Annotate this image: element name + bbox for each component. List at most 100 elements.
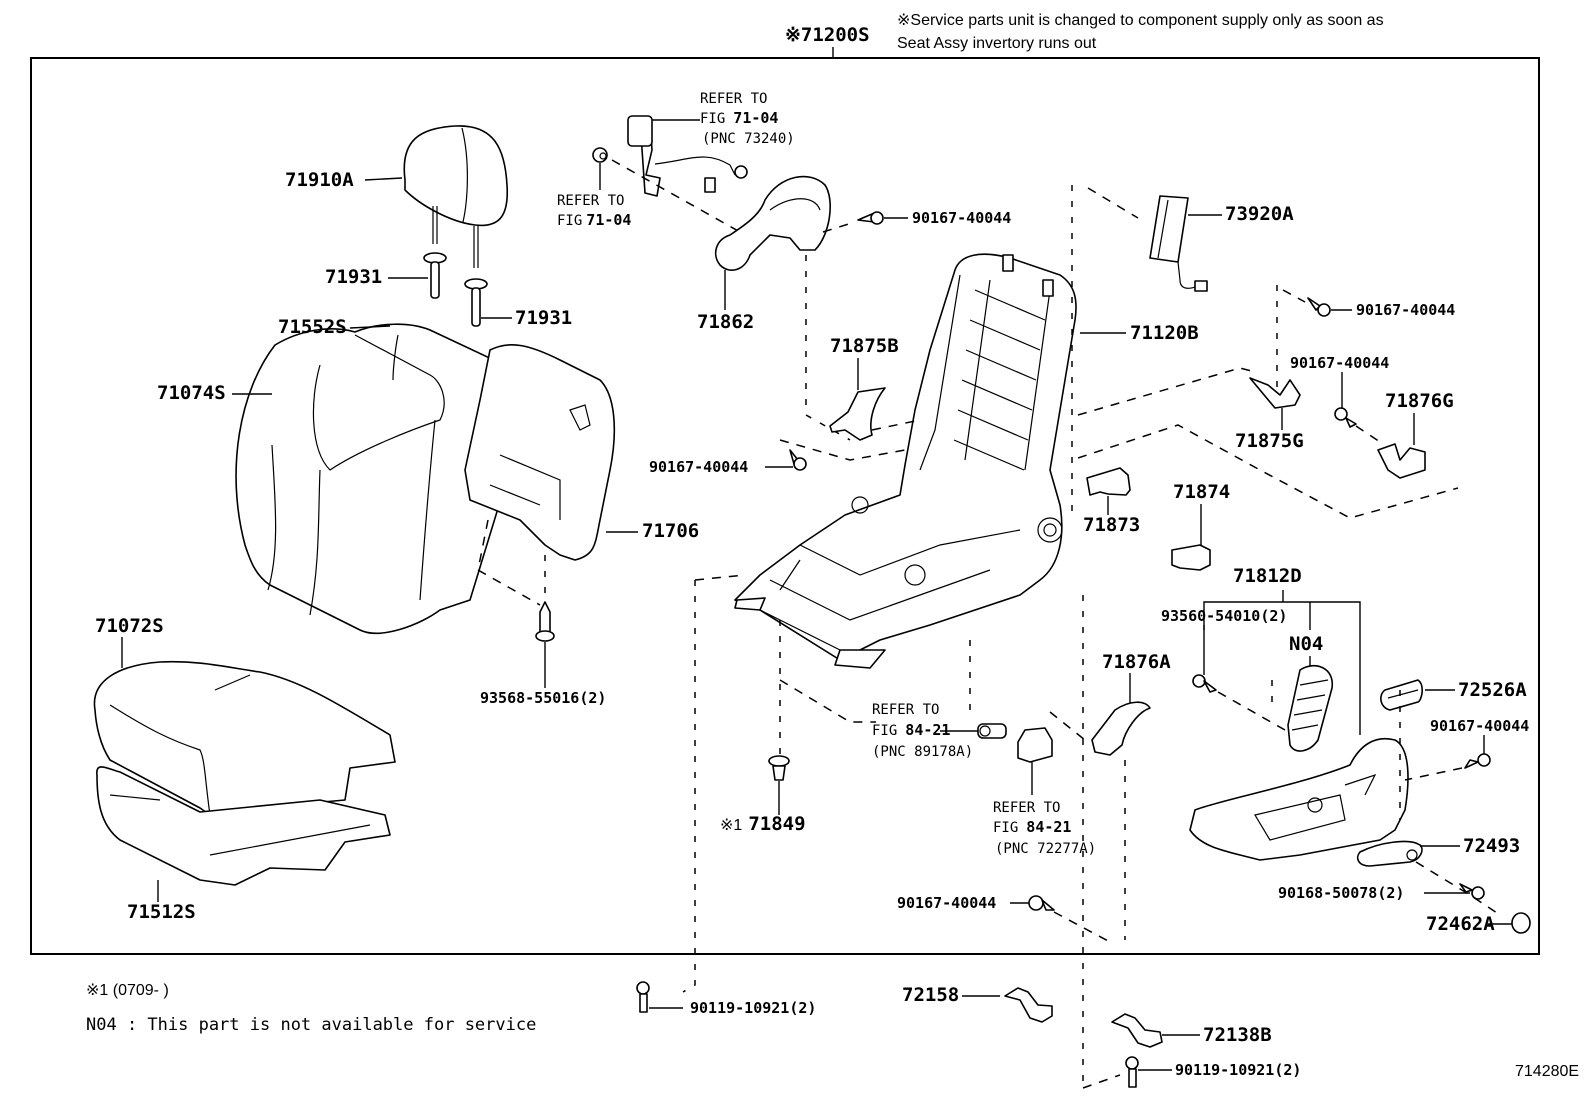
- label-71862[interactable]: 71862: [697, 311, 754, 333]
- headrest-support-left-part[interactable]: [423, 252, 447, 299]
- belt-ref-fig-number[interactable]: 71-04: [733, 109, 778, 127]
- label-n04[interactable]: N04: [1289, 633, 1323, 655]
- label-71072s[interactable]: 71072S: [95, 615, 164, 637]
- shield-outer-g-part[interactable]: [1249, 377, 1301, 409]
- seat-back-cover-part[interactable]: [235, 323, 529, 634]
- clip-71849-part[interactable]: [768, 755, 790, 781]
- label-71120b[interactable]: 71120B: [1130, 322, 1199, 344]
- label-90119-right[interactable]: 90119-10921(2): [1175, 1061, 1301, 1079]
- screw-shield-assy-part[interactable]: [1192, 674, 1217, 693]
- footnote-n04: N04 : This part is not available for ser…: [86, 1015, 536, 1035]
- screw-lever-part[interactable]: [1459, 883, 1485, 900]
- cover-72158-part[interactable]: [1004, 987, 1053, 1023]
- label-71552s[interactable]: 71552S: [278, 316, 347, 338]
- hidden-line-anchor: [611, 159, 741, 233]
- cap-part[interactable]: [1511, 912, 1531, 934]
- label-71512s[interactable]: 71512S: [127, 901, 196, 923]
- seat-side-shield-part[interactable]: [1189, 738, 1409, 861]
- lever-part[interactable]: [1356, 840, 1423, 867]
- cover-inner-a-part[interactable]: [1091, 701, 1151, 756]
- lumbar-part[interactable]: [1149, 195, 1208, 292]
- hidden-line-71875b: [871, 419, 921, 431]
- sensor-ref-fig-word: FIG: [993, 820, 1018, 836]
- screw-inner-left-part[interactable]: [789, 449, 807, 471]
- label-93560-54010[interactable]: 93560-54010(2): [1161, 607, 1287, 625]
- label-72138b[interactable]: 72138B: [1203, 1024, 1272, 1046]
- seat-back-board-part[interactable]: [464, 344, 616, 561]
- sensor-ref-fig-link[interactable]: FIG 84-21: [993, 818, 1071, 836]
- hidden-line-bolt-left-top: [694, 574, 746, 581]
- leader-71812d-bracket: [1203, 601, 1361, 735]
- label-71875b[interactable]: 71875B: [830, 335, 899, 357]
- belt-ref-fig-link[interactable]: FIG 71-04: [700, 109, 778, 127]
- label-71074s[interactable]: 71074S: [157, 382, 226, 404]
- hidden-line-bolt-left: [682, 580, 696, 993]
- label-71931-right[interactable]: 71931: [515, 307, 572, 329]
- switch-knob-n04-part[interactable]: [1287, 664, 1333, 752]
- screw-right-upper-part[interactable]: [1307, 297, 1331, 317]
- label-90167-bottom[interactable]: 90167-40044: [897, 894, 996, 912]
- hidden-line-switch-left: [779, 679, 876, 723]
- switch-ref-fig-number[interactable]: 84-21: [905, 721, 950, 739]
- label-72462a[interactable]: 72462A: [1426, 913, 1495, 935]
- belt-ref-pnc: (PNC 73240): [702, 131, 795, 147]
- screw-bottom-center-part[interactable]: [1028, 895, 1055, 911]
- label-90168-50078[interactable]: 90168-50078(2): [1278, 884, 1404, 902]
- label-90167-right-upper[interactable]: 90167-40044: [1356, 301, 1455, 319]
- hidden-line-lumbar: [1087, 187, 1139, 219]
- label-71931-left[interactable]: 71931: [325, 266, 382, 288]
- label-72493[interactable]: 72493: [1463, 835, 1520, 857]
- bracket-71873-part[interactable]: [1086, 467, 1131, 496]
- label-71706[interactable]: 71706: [642, 520, 699, 542]
- label-72526a[interactable]: 72526A: [1458, 679, 1527, 701]
- bracket-71874-part[interactable]: [1171, 544, 1211, 571]
- cover-72138b-part[interactable]: [1111, 1013, 1163, 1048]
- bolt-left-part[interactable]: [636, 981, 650, 1013]
- screw-shield-upper-part[interactable]: [857, 211, 884, 225]
- label-90167-right-mid[interactable]: 90167-40044: [1290, 354, 1389, 372]
- label-71812d[interactable]: 71812D: [1233, 565, 1302, 587]
- shield-inner-part[interactable]: [829, 387, 886, 441]
- sensor-ref-fig-number[interactable]: 84-21: [1026, 818, 1071, 836]
- label-90167-shield-right[interactable]: 90167-40044: [1430, 717, 1529, 735]
- cushion-pad-part[interactable]: [96, 766, 391, 886]
- assembly-label[interactable]: ※71200S: [785, 24, 870, 46]
- label-73920a[interactable]: 73920A: [1225, 203, 1294, 225]
- seatbelt-buckle-part[interactable]: [627, 115, 748, 197]
- headrest-support-right-part[interactable]: [464, 278, 488, 327]
- label-71910a[interactable]: 71910A: [285, 169, 354, 191]
- belt-ref-fig-word: FIG: [700, 111, 725, 127]
- bolt-right-part[interactable]: [1125, 1056, 1139, 1088]
- label-90167-inner[interactable]: 90167-40044: [649, 458, 748, 476]
- hidden-line-93560: [1217, 691, 1286, 731]
- screw-shield-right-part[interactable]: [1464, 753, 1491, 769]
- sensor-ref-line1: REFER TO: [993, 800, 1060, 816]
- label-71875g[interactable]: 71875G: [1235, 430, 1304, 452]
- sensor-part[interactable]: [1017, 727, 1053, 763]
- label-71876a[interactable]: 71876A: [1102, 651, 1171, 673]
- screw-right-mid-part[interactable]: [1334, 407, 1357, 428]
- label-71873[interactable]: 71873: [1083, 514, 1140, 536]
- shield-upper-part[interactable]: [714, 175, 831, 271]
- label-71849[interactable]: 71849: [748, 813, 805, 835]
- screw-back-board-part[interactable]: [535, 601, 555, 642]
- seat-switch-part[interactable]: [977, 723, 1007, 739]
- label-72158[interactable]: 72158: [902, 984, 959, 1006]
- cover-outer-g-part[interactable]: [1377, 443, 1426, 479]
- anchor-cover-part[interactable]: [592, 147, 608, 163]
- anchor-ref-fig-number[interactable]: 71-04: [586, 211, 631, 229]
- label-93568-55016[interactable]: 93568-55016(2): [480, 689, 606, 707]
- label-90119-left[interactable]: 90119-10921(2): [690, 999, 816, 1017]
- label-71876g[interactable]: 71876G: [1385, 390, 1454, 412]
- label-71874[interactable]: 71874: [1173, 481, 1230, 503]
- hidden-line-71875g: [1077, 367, 1256, 416]
- label-90167-upper[interactable]: 90167-40044: [912, 209, 1011, 227]
- knob-recline-part[interactable]: [1380, 679, 1423, 711]
- seat-frame-part[interactable]: [734, 253, 1077, 669]
- cushion-cover-part[interactable]: [93, 660, 396, 816]
- headrest-part[interactable]: [403, 125, 509, 268]
